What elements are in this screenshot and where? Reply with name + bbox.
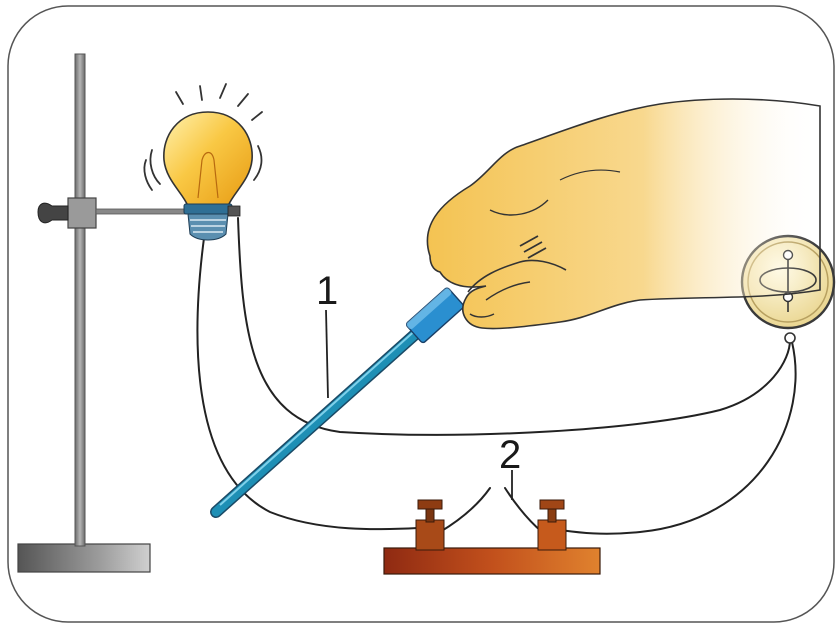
wires — [196, 217, 797, 535]
hand-icon — [426, 98, 821, 330]
terminal-right — [537, 499, 567, 551]
switch-contact-left — [439, 487, 491, 533]
hand-shape — [426, 98, 821, 330]
clamp-screw-knob — [37, 202, 69, 224]
stand-clamp — [67, 197, 97, 229]
light-bulb-icon — [143, 83, 263, 241]
stand-base — [17, 543, 151, 573]
wire-bulb-to-switch — [196, 237, 419, 531]
switch-board — [383, 499, 601, 575]
label-1-leader — [325, 309, 329, 399]
bulb-collar — [183, 203, 233, 215]
rod — [210, 287, 464, 518]
label-1: 1 — [316, 269, 338, 313]
wire-bulb-to-meter — [237, 217, 791, 436]
meter-terminal — [784, 332, 796, 344]
stand-pole — [74, 53, 86, 547]
rod-handle — [405, 287, 464, 344]
stand-arm — [95, 208, 189, 215]
bulb-glow-rays — [143, 83, 263, 191]
lab-stand-icon — [17, 53, 189, 573]
bulb-terminal — [227, 205, 241, 217]
bulb-base — [187, 213, 229, 241]
bulb-filament — [197, 151, 219, 199]
terminal-left — [415, 499, 445, 551]
label-2: 2 — [499, 433, 521, 477]
switch-base — [383, 547, 601, 575]
wire-meter-to-switch — [559, 341, 797, 535]
